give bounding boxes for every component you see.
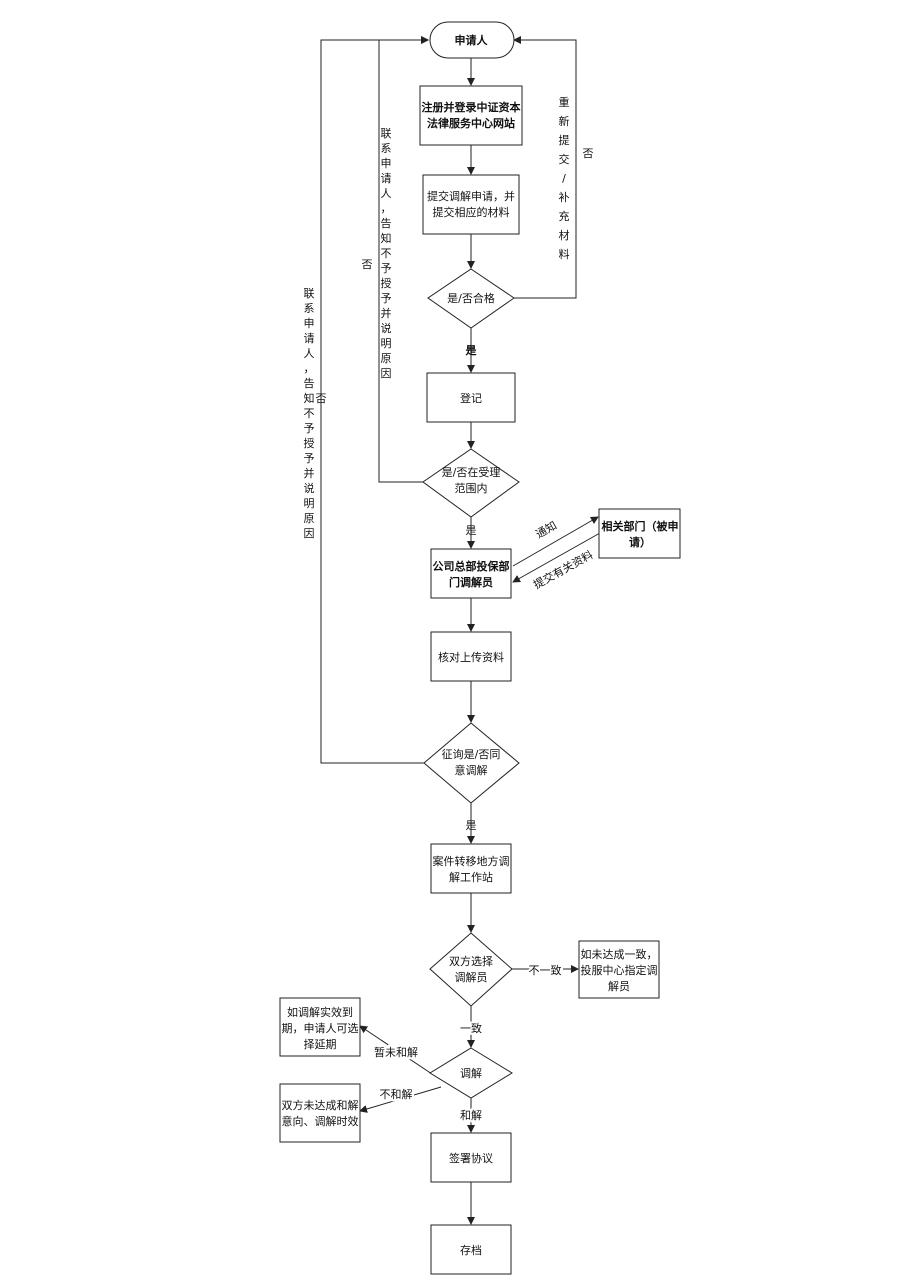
svg-text:如调解实效到: 如调解实效到 [287, 1005, 353, 1019]
node-archive: 存档 [430, 1224, 512, 1275]
label-settle: 和解 [460, 1108, 482, 1122]
svg-text:投服中心指定调: 投服中心指定调 [581, 963, 658, 977]
node-verify: 核对上传资料 [430, 631, 512, 682]
svg-text:是/否在受理: 是/否在受理 [442, 466, 501, 479]
applicant-label: 申请人 [455, 33, 489, 47]
svg-text:如未达成一致，: 如未达成一致， [581, 947, 658, 961]
node-extend: 如调解实效到 期，申请人可选 择延期 [279, 997, 361, 1057]
svg-text:登记: 登记 [460, 391, 482, 405]
node-mediator: 公司总部投保部 门调解员 [430, 548, 512, 599]
node-submit: 提交调解申请，并 提交相应的材料 [422, 174, 520, 235]
node-assign: 如未达成一致， 投服中心指定调 解员 [578, 940, 660, 999]
svg-text:征询是/否同: 征询是/否同 [442, 748, 501, 761]
svg-text:申请人: 申请人 [455, 33, 489, 47]
label-yes-consent: 是 [466, 819, 477, 832]
svg-text:门调解员: 门调解员 [449, 575, 493, 589]
svg-text:解员: 解员 [608, 979, 630, 993]
node-transfer: 案件转移地方调 解工作站 [430, 843, 512, 894]
svg-text:择延期: 择延期 [304, 1037, 337, 1051]
arrow-resubmit-loop [513, 36, 577, 299]
svg-text:请）: 请） [629, 535, 651, 549]
svg-text:双方未达成和解: 双方未达成和解 [282, 1098, 359, 1112]
svg-text:提交相应的材料: 提交相应的材料 [433, 205, 510, 219]
node-register: 注册并登录中证资本 法律服务中心网站 [419, 85, 523, 146]
svg-text:范围内: 范围内 [455, 481, 488, 495]
svg-text:期，申请人可选: 期，申请人可选 [282, 1022, 359, 1035]
node-dept: 相关部门（被申 请） [598, 508, 681, 559]
svg-text:核对上传资料: 核对上传资料 [438, 650, 504, 664]
label-scope-vertical: 联系申请人，告知不予授予并说明原因 [381, 127, 392, 380]
svg-text:公司总部投保部: 公司总部投保部 [433, 559, 510, 573]
arrow-consent-reject-loop [320, 36, 429, 764]
svg-text:双方选择: 双方选择 [449, 954, 493, 968]
label-yes-bold: 是 [465, 344, 478, 357]
label-no-scope: 否 [362, 258, 373, 271]
node-scope: 是/否在受理 范围内 [422, 448, 520, 518]
svg-text:相关部门（被申: 相关部门（被申 [602, 519, 679, 533]
arrow-mediate-to-expire [359, 1086, 442, 1113]
svg-text:存档: 存档 [460, 1243, 482, 1257]
connectors [320, 36, 601, 1225]
label-no-consent: 否 [316, 392, 327, 405]
svg-text:签署协议: 签署协议 [449, 1151, 493, 1165]
arrow-notify-dept [512, 516, 599, 567]
svg-text:是/否合格: 是/否合格 [447, 291, 495, 305]
label-notify: 通知 [533, 518, 559, 541]
arrow-dept-provide-docs [512, 532, 601, 583]
label-no-settle: 不和解 [380, 1087, 413, 1101]
svg-text:意调解: 意调解 [455, 763, 488, 777]
node-qualified: 是/否合格 [427, 268, 515, 329]
node-record: 登记 [426, 372, 516, 423]
svg-text:法律服务中心网站: 法律服务中心网站 [427, 116, 515, 130]
svg-text:提交调解申请，并: 提交调解申请，并 [427, 189, 515, 203]
label-consent-vertical: 联系申请人，告知不予授予并说明原因 [304, 287, 315, 540]
node-mediate: 调解 [429, 1047, 513, 1099]
node-expire: 双方未达成和解 意向、调解时效 [279, 1083, 361, 1143]
node-applicant: 申请人 [429, 21, 515, 59]
node-consent: 征询是/否同 意调解 [423, 722, 520, 804]
svg-text:注册并登录中证资本: 注册并登录中证资本 [422, 100, 521, 114]
label-agree: 一致 [460, 1021, 482, 1035]
arrow-mediate-to-extend [359, 1025, 433, 1075]
svg-text:调解员: 调解员 [455, 970, 488, 984]
label-resubmit-vertical: 重新提交/补充材料 [559, 95, 570, 261]
label-yes-scope: 是 [466, 524, 477, 537]
label-no-resubmit: 否 [583, 147, 594, 160]
svg-text:案件转移地方调: 案件转移地方调 [433, 854, 510, 868]
svg-text:解工作站: 解工作站 [449, 870, 493, 884]
node-choose: 双方选择 调解员 [429, 932, 513, 1007]
label-temporary: 暂未和解 [374, 1045, 418, 1059]
label-disagree: 不一致 [529, 963, 562, 977]
svg-text:意向、调解时效: 意向、调解时效 [282, 1114, 359, 1128]
node-sign: 签署协议 [430, 1132, 512, 1183]
svg-text:调解: 调解 [460, 1066, 482, 1080]
